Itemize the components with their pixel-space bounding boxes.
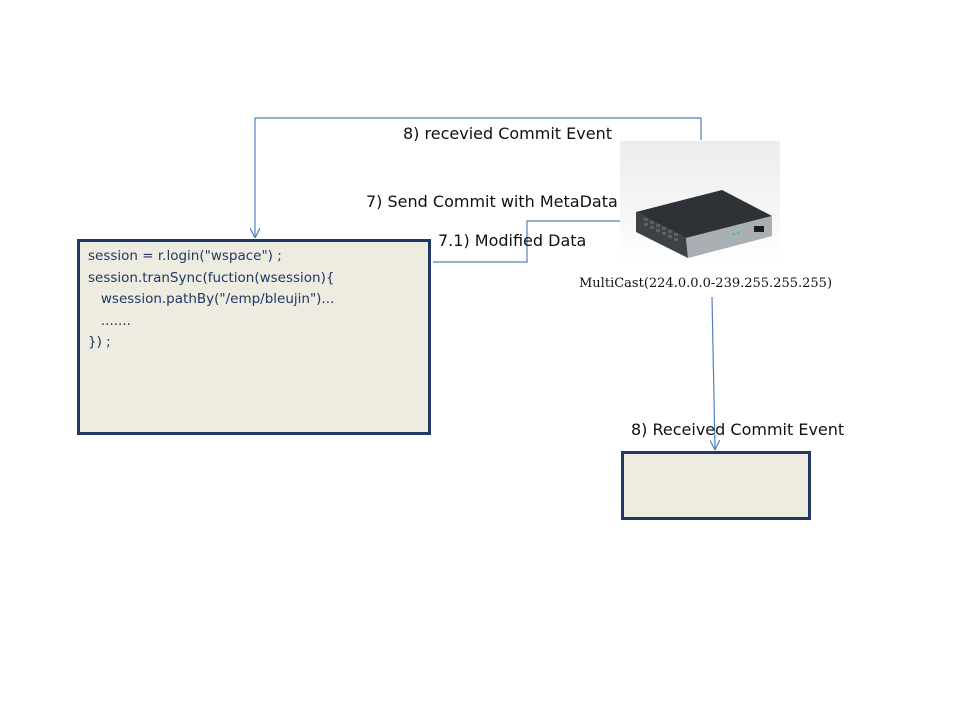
received-commit-event-label-bottom: 8) Received Commit Event — [631, 420, 845, 439]
received-commit-event-label-top: 8) recevied Commit Event — [403, 124, 612, 143]
client-code-box: session = r.login("wspace") ; session.tr… — [77, 239, 431, 435]
code-line: session = r.login("wspace") ; — [88, 248, 282, 264]
code-line: }) ; — [88, 334, 111, 350]
code-line: ....... — [88, 312, 131, 329]
network-switch-icon — [636, 190, 772, 258]
multicast-down-arrow — [712, 296, 715, 449]
send-commit-metadata-label: 7) Send Commit with MetaData — [366, 192, 618, 211]
modified-data-label: 7.1) Modified Data — [438, 231, 587, 250]
receiver-box — [621, 451, 811, 520]
received-commit-loop-arrow — [255, 117, 702, 237]
send-commit-arrow — [433, 221, 634, 263]
code-line: wsession.pathBy("/emp/bleujin")... — [88, 291, 335, 307]
code-line: session.tranSync(fuction(wsession){ — [88, 269, 335, 286]
multicast-caption: MultiCast(224.0.0.0-239.255.255.255) — [579, 276, 833, 291]
